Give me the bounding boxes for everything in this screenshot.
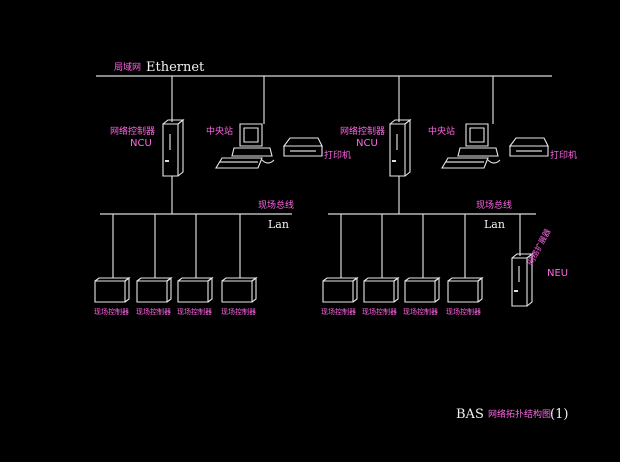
ethernet-label-cn: 局域网 <box>114 61 141 73</box>
left-field-label: 现场控制器 <box>94 307 129 316</box>
left-station-label: 中央站 <box>206 125 233 137</box>
left-field-label: 现场控制器 <box>221 307 256 316</box>
field-controller-icon <box>363 276 400 303</box>
neu-label-en: NEU <box>547 268 568 279</box>
ethernet-label-en: Ethernet <box>146 60 205 75</box>
right-ncu-cabinet-icon <box>389 118 412 177</box>
left-field-label: 现场控制器 <box>136 307 171 316</box>
right-ncu-label-cn: 网络控制器 <box>340 125 385 137</box>
caption-number: (1) <box>550 407 568 422</box>
left-printer-icon <box>282 137 323 157</box>
right-printer-icon <box>508 137 549 157</box>
left-ncu-label-en: NCU <box>130 138 152 149</box>
left-field-label: 现场控制器 <box>177 307 212 316</box>
left-ncu-label-cn: 网络控制器 <box>110 125 155 137</box>
right-station-computer-icon <box>441 123 501 169</box>
field-controller-icon <box>447 276 484 303</box>
field-controller-icon <box>94 276 131 303</box>
field-controller-icon <box>404 276 441 303</box>
left-ncu-cabinet-icon <box>162 118 185 177</box>
left-station-computer-icon <box>215 123 275 169</box>
right-field-label: 现场控制器 <box>446 307 481 316</box>
neu-cabinet-icon <box>511 252 534 307</box>
neu-label-cn: 网络扩展器 <box>525 227 553 267</box>
field-controller-icon <box>322 276 359 303</box>
right-field-label: 现场控制器 <box>362 307 397 316</box>
right-station-label: 中央站 <box>428 125 455 137</box>
right-field-label: 现场控制器 <box>403 307 438 316</box>
field-controller-icon <box>136 276 173 303</box>
left-printer-label: 打印机 <box>324 149 351 161</box>
right-field-label: 现场控制器 <box>321 307 356 316</box>
field-controller-icon <box>177 276 214 303</box>
left-lan-label-cn: 现场总线 <box>258 199 294 211</box>
right-printer-label: 打印机 <box>550 149 577 161</box>
caption-bas: BAS <box>456 407 484 422</box>
field-controller-icon <box>221 276 258 303</box>
right-lan-label-cn: 现场总线 <box>476 199 512 211</box>
right-ncu-label-en: NCU <box>356 138 378 149</box>
caption-title: 网络拓扑结构图 <box>488 408 551 420</box>
left-lan-label-en: Lan <box>268 218 289 231</box>
right-lan-label-en: Lan <box>484 218 505 231</box>
